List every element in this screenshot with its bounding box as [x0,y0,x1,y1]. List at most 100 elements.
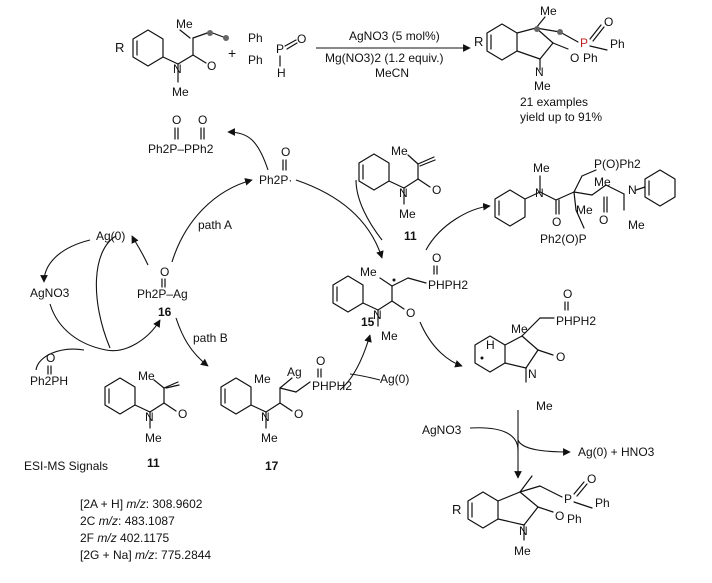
n-methyl-label: Me [172,85,189,99]
path-a-label: path A [198,218,232,232]
ms-mz-value: : 483.1087 [118,514,175,528]
phosphoryl-o-label: O [587,472,596,486]
alkene-carbon-dot [223,35,229,41]
dimer-o-label: O [172,113,181,127]
ms-mz-label: m/z [98,514,119,528]
p-o-label: O [563,287,572,301]
me-label: Me [254,372,271,386]
me-label: Me [138,369,155,383]
esi-ms-title: ESI-MS Signals [24,459,108,473]
ph-label: Ph [567,512,582,526]
phosphinoyl-radical: O Ph2P· [259,145,292,187]
me-label: Me [360,265,377,279]
solvent-label: MeCN [375,66,409,80]
n-atom-label: N [373,308,382,322]
compound-17: Me Ag O PHPH2 N O Me 17 [220,354,352,473]
dimer-formula: Ph2P–PPh2 [148,142,214,156]
ph2ph-formula: Ph2PH [30,374,68,388]
o-atom-label: O [294,407,303,421]
o-atom-label: O [599,213,608,227]
o-atom-label: O [178,407,187,421]
ms-ion-label: [2G + Na] [80,548,132,562]
n-methyl-label: Me [628,218,645,232]
esi-ms-line: [2A + H] m/z: 308.9602 [80,497,202,511]
ag-label: Ag [287,365,302,379]
n-methyl-label: Me [145,431,162,445]
agno3-bottom-label: AgNO3 [422,423,462,437]
r-group-label: R [474,34,483,49]
ag-phosphide-formula: Ph2P–Ag [137,287,188,301]
stereocenter-dot [534,26,540,32]
dimerization-byproduct: Me N O P(O)Ph2 Me Me O N Me Ph2(O)P [494,157,676,246]
n-atom-label: N [173,62,182,76]
oxidant-label: Mg(NO3)2 (1.2 equiv.) [325,51,443,65]
ms-mz-value: : 308.9602 [145,497,203,511]
o-atom-label: O [552,215,561,229]
phosphoryl-label: P(O)Ph2 [594,157,641,171]
n-methyl-label: Me [534,79,551,93]
compound-16-label: 16 [158,305,172,319]
p-atom-label: P [564,492,572,506]
radical-15: Me O PHPH2 N O Me 15 [332,251,468,343]
n-atom-label: N [628,183,637,197]
p-atom-label: P [276,42,284,56]
ms-mz-label: m/z [126,497,146,511]
examples-count: 21 examples [520,95,588,109]
me-label: Me [511,322,528,336]
path-b-label: path B [193,331,228,345]
esi-ms-line: [2G + Na] m/z: 775.2844 [80,548,211,562]
phosphinoyl-label: PHPH2 [428,278,468,292]
p-o-label: O [432,251,441,265]
n-atom-label: N [528,367,537,381]
ag0-hno3-label: Ag(0) + HNO3 [578,445,655,459]
o-atom-label: O [556,350,565,364]
reaction-conditions: AgNO3 (5 mol%) Mg(NO3)2 (1.2 equiv.) MeC… [316,29,471,80]
phosphoryl-label: Ph2(O)P [540,232,587,246]
ms-mz-value: : 775.2844 [154,548,212,562]
radical-o-label: O [281,145,290,159]
o-atom-label: O [406,306,415,320]
me-label: Me [391,144,408,158]
diphenylphosphine-oxide: Ph Ph P O H [248,31,306,80]
ag0-mid-label: Ag(0) [380,372,409,386]
compound-11-top: Me N O Me 11 [358,144,441,243]
ph-top-label: Ph [248,31,263,45]
radical-dot [392,278,396,282]
me-label: Me [176,17,193,31]
n-atom-label: N [535,186,544,200]
aromatic-radical-dot [480,356,484,360]
o-atom-label: O [432,183,441,197]
yield-text: yield up to 91% [520,110,602,124]
n-atom-label: N [535,65,544,79]
o-atom-label: O [207,59,216,73]
product-oxindole: R Me N O Me P O Ph Ph [474,4,625,93]
phosphinoyl-label: PHPH2 [312,379,352,393]
ms-mz-value: 402.1175 [116,531,170,545]
ph-bottom-label: Ph [248,53,263,67]
p-atom-label: P [580,36,588,50]
final-product-oxindole: R N O Me P O Ph Ph [452,472,610,558]
n-methyl-label: Me [261,431,278,445]
silver-phosphide-16: O Ph2P–Ag 16 [137,265,188,319]
ph2ph-o-label: O [46,351,55,365]
methylene-dot [557,29,563,35]
phosphinoyl-label: PHPH2 [556,314,596,328]
starting-acrylamide: R Me N O Me [115,17,229,99]
r-group-label: R [115,40,124,55]
n-methyl-label: Me [381,329,398,343]
n-methyl-label: Me [536,399,553,413]
catalyst-label: AgNO3 (5 mol%) [349,29,440,43]
esi-ms-line: 2F m/z 402.1175 [80,531,169,545]
diphenylphosphine-oxide-left: O Ph2PH [30,348,85,388]
agno3-left-label: AgNO3 [30,286,70,300]
ms-ion-label: [2A + H] [80,497,124,511]
ag-phosphide-o-label: O [160,265,169,279]
compound-11-label: 11 [404,229,417,243]
me-label: Me [533,161,550,175]
compound-11-label: 11 [147,456,160,470]
compound-17-label: 17 [265,459,279,473]
p-o-label: O [316,354,325,368]
r-group-label: R [452,502,461,517]
n-atom-label: N [519,524,528,538]
